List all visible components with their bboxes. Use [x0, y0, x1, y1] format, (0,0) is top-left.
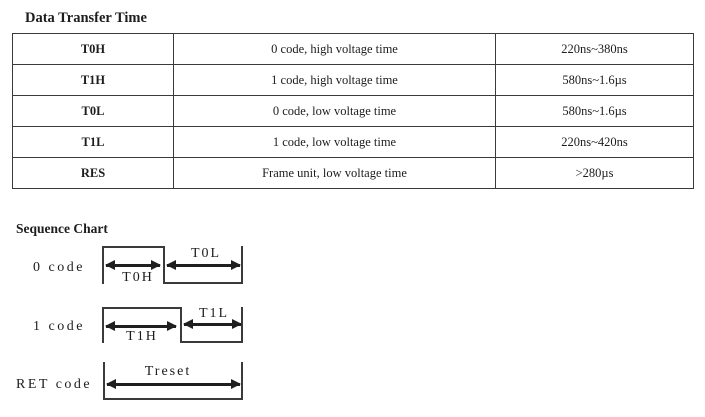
data-transfer-title: Data Transfer Time: [25, 10, 147, 26]
table-row: RES Frame unit, low voltage time >280µs: [12, 157, 694, 189]
param-value: >280µs: [495, 157, 694, 189]
param-value: 220ns~420ns: [495, 126, 694, 158]
param-symbol: RES: [12, 157, 174, 189]
param-value: 580ns~1.6µs: [495, 64, 694, 96]
waveform-1-low-segment: [180, 307, 243, 343]
waveform-0-low-segment: [163, 246, 243, 284]
table-row: T1L 1 code, low voltage time 220ns~420ns: [12, 126, 694, 158]
waveform-1-code-label: 1 code: [33, 319, 85, 334]
waveform-ret-low-label: Treset: [144, 364, 192, 379]
waveform-1-high-pulse: [102, 307, 182, 343]
param-description: 0 code, high voltage time: [173, 33, 496, 65]
waveform-0-high-label: T0H: [122, 270, 154, 285]
waveform-0-t0l-arrow: [166, 260, 241, 270]
waveform-1-low-label: T1L: [198, 306, 230, 321]
param-description: 0 code, low voltage time: [173, 95, 496, 127]
waveform-ret-treset-arrow: [106, 379, 241, 389]
waveform-1-t1h-arrow: [105, 321, 177, 331]
waveform-0-t0h-arrow: [105, 260, 161, 270]
param-symbol: T1H: [12, 64, 174, 96]
waveform-0-high-pulse: [102, 246, 165, 284]
param-symbol: T1L: [12, 126, 174, 158]
table-row: T0L 0 code, low voltage time 580ns~1.6µs: [12, 95, 694, 127]
waveform-1-t1l-arrow: [183, 319, 242, 329]
param-description: 1 code, high voltage time: [173, 64, 496, 96]
param-value: 220ns~380ns: [495, 33, 694, 65]
table-row: T0H 0 code, high voltage time 220ns~380n…: [12, 33, 694, 65]
waveform-ret-low-segment: [103, 362, 243, 400]
waveform-1-high-label: T1H: [126, 329, 158, 344]
param-description: 1 code, low voltage time: [173, 126, 496, 158]
waveform-0-code-label: 0 code: [33, 260, 85, 275]
data-transfer-table: T0H 0 code, high voltage time 220ns~380n…: [12, 33, 694, 189]
waveform-0-low-label: T0L: [190, 246, 222, 261]
param-description: Frame unit, low voltage time: [173, 157, 496, 189]
param-value: 580ns~1.6µs: [495, 95, 694, 127]
param-symbol: T0L: [12, 95, 174, 127]
table-row: T1H 1 code, high voltage time 580ns~1.6µ…: [12, 64, 694, 96]
sequence-chart-title: Sequence Chart: [16, 221, 108, 236]
waveform-ret-code-label: RET code: [16, 377, 93, 392]
param-symbol: T0H: [12, 33, 174, 65]
